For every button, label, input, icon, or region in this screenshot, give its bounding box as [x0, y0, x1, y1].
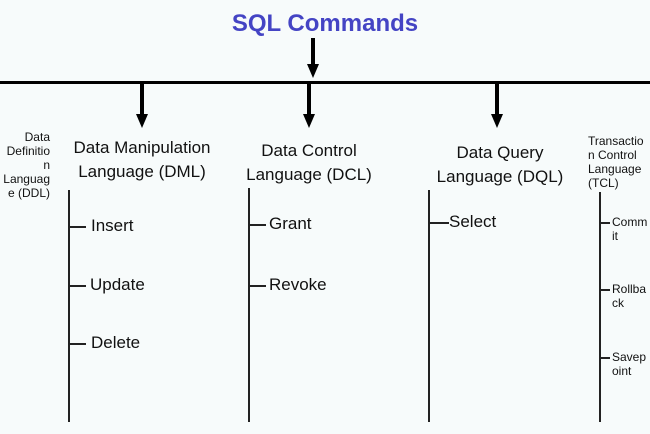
connector-bar	[0, 81, 650, 84]
dml-arrow-head-icon	[136, 114, 148, 128]
category-label-line2: Language (DDL)	[3, 172, 50, 200]
list-item-insert: Insert	[91, 216, 134, 235]
dcl-arrow-head-icon	[303, 114, 315, 128]
category-dcl: Data Control Language (DCL)	[229, 139, 389, 187]
tree-tick	[249, 224, 266, 226]
category-label-line1: Data Control	[261, 141, 357, 160]
tree-tick	[600, 289, 610, 291]
list-item-update: Update	[90, 275, 145, 294]
list-item-delete: Delete	[91, 333, 141, 352]
dql-arrow-head-icon	[491, 114, 503, 128]
category-label-line1: Data Query	[456, 143, 544, 162]
list-item-commit: Commit	[612, 215, 648, 243]
list-item-grant: Grant	[269, 214, 312, 233]
dql-arrow-shaft	[495, 84, 499, 116]
dcl-tree-line	[248, 188, 250, 422]
tree-tick	[600, 357, 610, 359]
dcl-arrow-shaft	[307, 84, 311, 116]
list-item-savepoint: Savepoint	[612, 350, 647, 378]
tree-tick	[69, 285, 86, 287]
category-label-line2: Language (DML)	[78, 162, 206, 181]
dml-tree-line	[68, 190, 70, 422]
dml-arrow-shaft	[140, 84, 144, 116]
category-label-line2: Language (DQL)	[436, 167, 564, 186]
tree-tick	[249, 285, 266, 287]
list-item-revoke: Revoke	[269, 275, 327, 294]
category-ddl: Data Definition Language (DDL)	[0, 130, 50, 200]
category-label-line1: Data Manipulation	[73, 138, 211, 157]
list-item-select: Select	[449, 212, 497, 231]
category-dql: Data Query Language (DQL)	[420, 141, 580, 189]
tree-tick	[429, 222, 449, 224]
tree-tick	[69, 226, 86, 228]
category-label-line1: Data Definition	[6, 130, 50, 172]
root-arrow-head-icon	[307, 64, 319, 78]
tree-tick	[69, 343, 86, 345]
category-dml: Data Manipulation Language (DML)	[62, 136, 222, 184]
dql-tree-line	[428, 190, 430, 422]
tcl-tree-line	[599, 192, 601, 422]
category-tcl: Transaction Control Language (TCL)	[588, 134, 648, 190]
list-item-rollback: Rollback	[612, 282, 647, 310]
diagram-title: SQL Commands	[231, 10, 419, 37]
root-arrow-shaft	[311, 38, 315, 66]
category-label-line1: Transaction Control	[588, 134, 644, 162]
category-label-line2: Language (TCL)	[588, 162, 642, 190]
category-label-line2: Language (DCL)	[246, 165, 372, 184]
tree-tick	[600, 222, 610, 224]
